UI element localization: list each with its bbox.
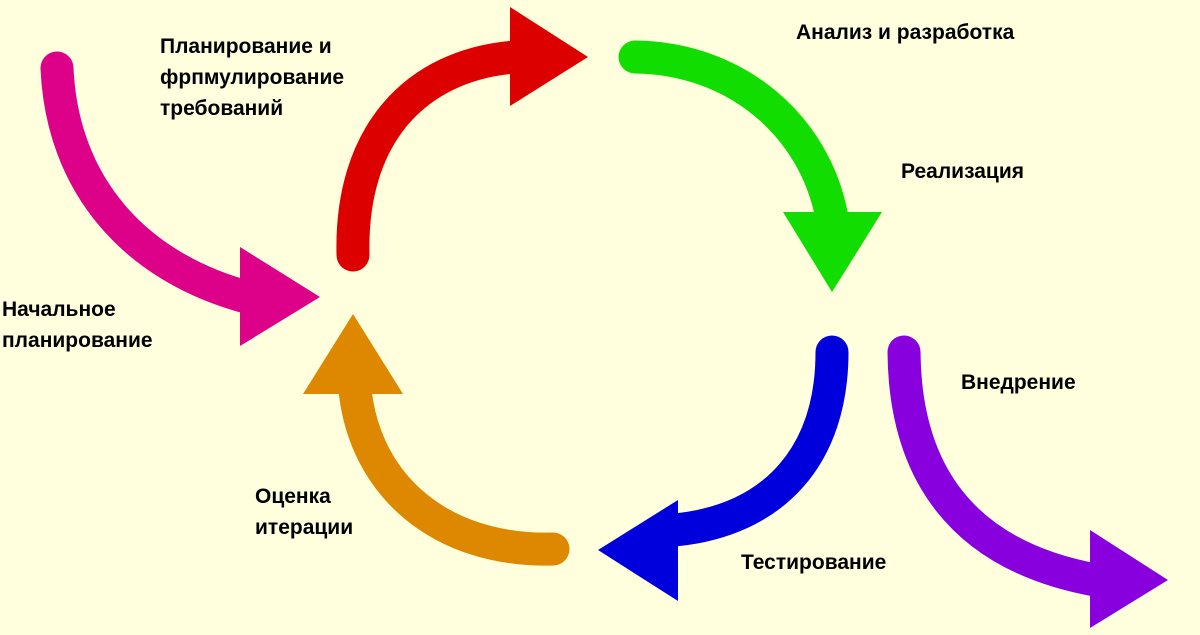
deployment-arrow-shaft [887, 335, 1112, 597]
planning-requirements-arrow [336, 7, 588, 272]
initial-planning-label-line-1: Начальное [2, 298, 116, 321]
planning-requirements-label-line-1: Планирование и [160, 35, 332, 58]
analysis-implementation-arrow [618, 40, 882, 292]
deployment-label-line-1: Внедрение [961, 371, 1076, 394]
testing-label-line-1: Тестирование [741, 551, 887, 574]
planning-requirements-label-line-2: фрпмулирование [160, 66, 345, 89]
implementation-label-line-1: Реализация [901, 160, 1025, 183]
planning-requirements-label-line-3: требований [160, 97, 284, 120]
initial-planning-arrow-shaft [40, 51, 267, 315]
implementation-label: Реализация [901, 156, 1024, 187]
initial-planning-label: Начальное планирование [2, 294, 153, 356]
iteration-evaluation-arrow-head [303, 314, 403, 394]
iteration-evaluation-arrow-shaft [338, 373, 570, 566]
testing-arrow-shaft [658, 335, 849, 547]
initial-planning-arrow [40, 51, 320, 346]
deployment-label: Внедрение [961, 367, 1076, 398]
iteration-evaluation-arrow [303, 314, 570, 566]
iteration-evaluation-label-line-2: итерации [255, 516, 354, 539]
planning-requirements-arrow-shaft [336, 40, 532, 272]
testing-arrow-head [598, 500, 678, 601]
planning-requirements-label: Планирование и фрпмулирование требований [160, 31, 344, 124]
deployment-arrow [887, 335, 1168, 628]
initial-planning-arrow-head [240, 247, 320, 346]
planning-requirements-arrow-head [510, 7, 588, 106]
testing-arrow [598, 335, 849, 601]
analysis-implementation-arrow-shaft [618, 40, 849, 235]
deployment-arrow-head [1090, 530, 1168, 628]
iteration-evaluation-label-line-1: Оценка [255, 485, 331, 508]
analysis-design-label-line-1: Анализ и разработка [796, 21, 1015, 44]
initial-planning-label-line-2: планирование [2, 329, 153, 352]
analysis-implementation-arrow-head [783, 212, 882, 292]
analysis-design-label: Анализ и разработка [796, 17, 1014, 48]
iteration-evaluation-label: Оценка итерации [255, 481, 353, 543]
testing-label: Тестирование [741, 547, 886, 578]
